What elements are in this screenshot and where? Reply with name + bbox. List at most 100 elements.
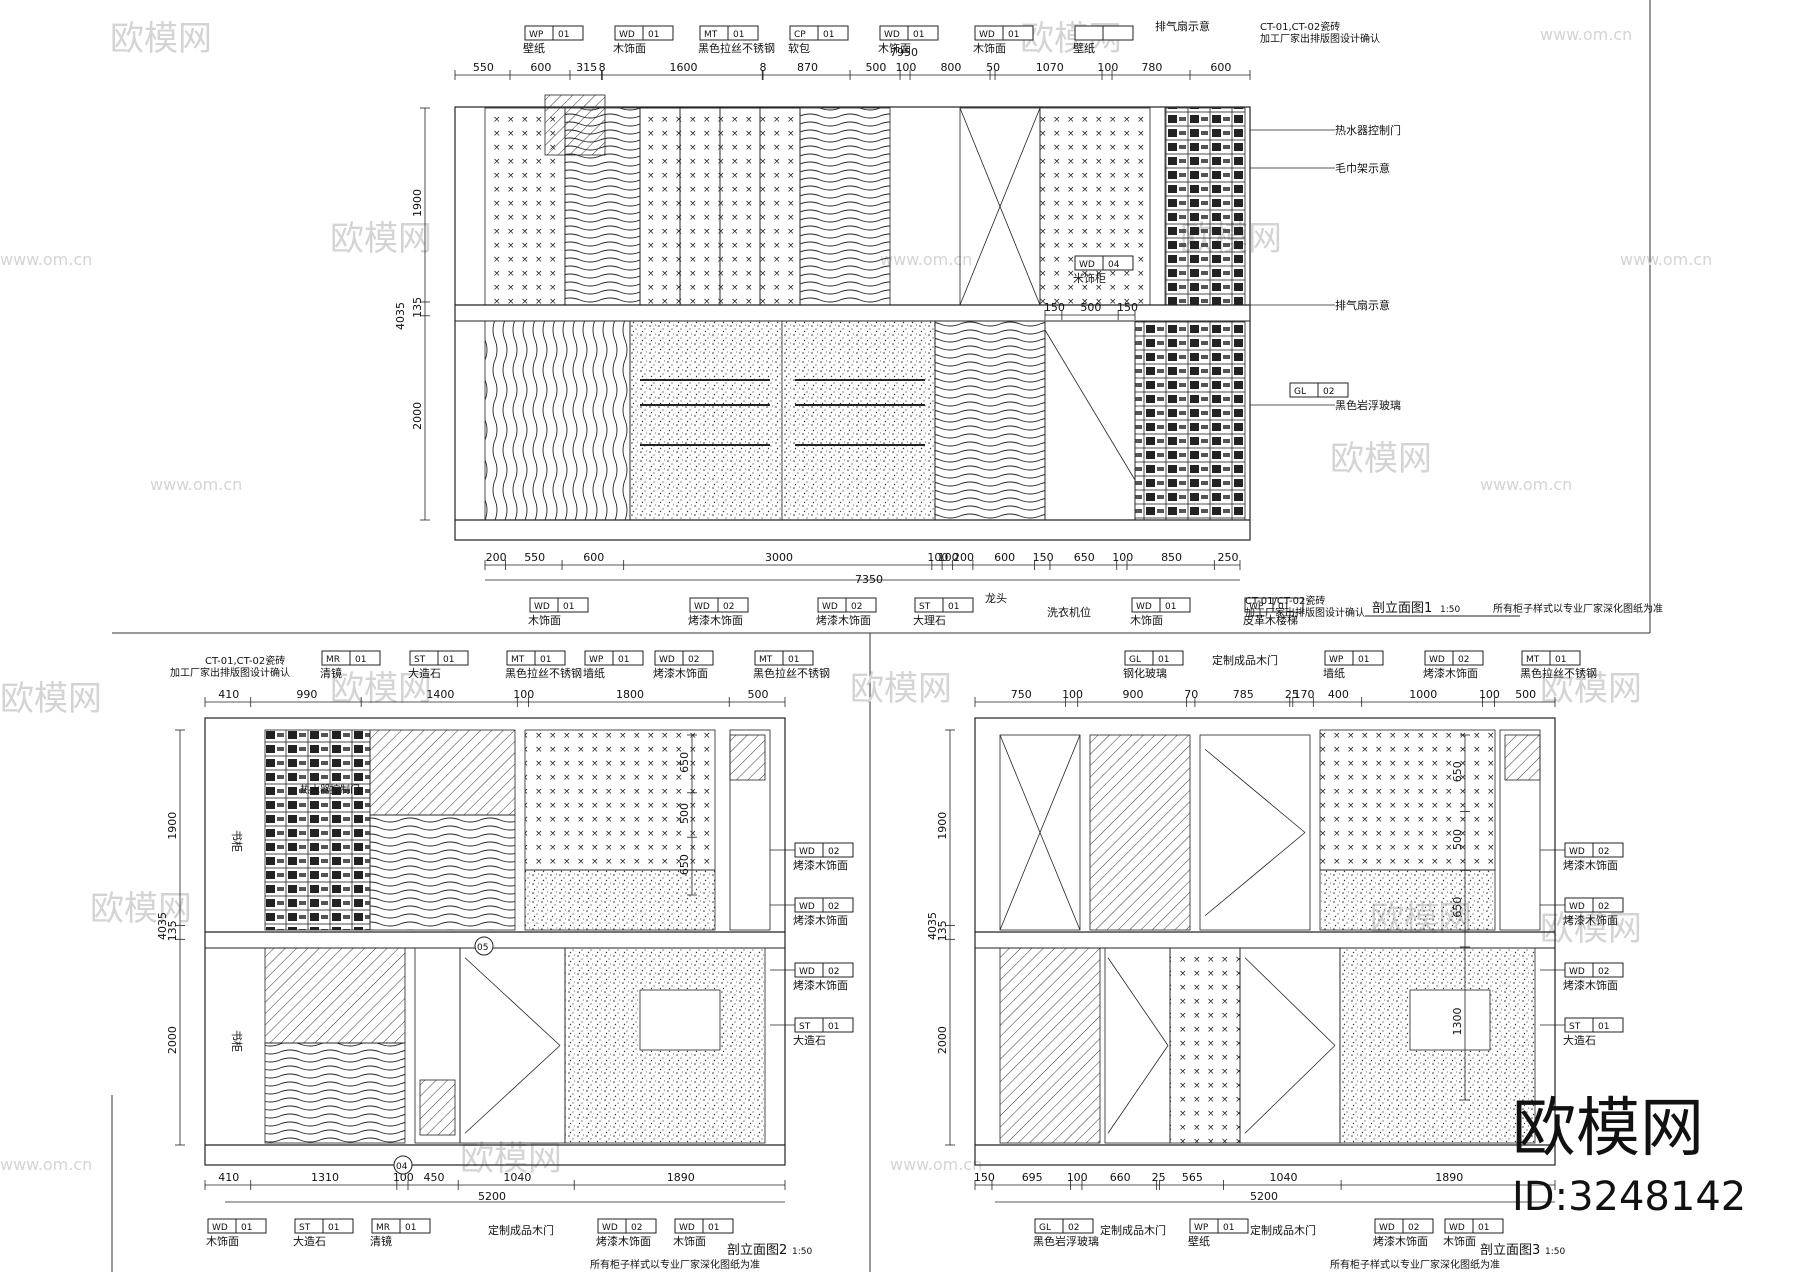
e2-door-swing xyxy=(464,1045,561,1134)
e2-top-tag-code: WP xyxy=(589,655,604,665)
e3-right-tag-code: WD xyxy=(1569,967,1585,977)
e3-top-dim-value: 170 xyxy=(1293,688,1314,701)
elevation1-outline xyxy=(454,106,1251,541)
e3-door-swing xyxy=(1204,748,1306,833)
e1-bottom-note: CT-01/CT-02瓷砖 xyxy=(1245,594,1325,607)
e3-right-tag-label: 烤漆木饰面 xyxy=(1563,913,1618,927)
e2-bottom-dim-value: 1310 xyxy=(311,1171,339,1184)
e1-left-dim-value: 2000 xyxy=(411,402,424,430)
e3-right-tag-code: ST xyxy=(1569,1022,1581,1032)
watermark-brand-faint: 欧模网 xyxy=(110,19,212,59)
e1-tile-area xyxy=(1134,320,1246,521)
e1-bottom-tag-code: WD xyxy=(534,602,550,612)
e1-left-dim-value: 1900 xyxy=(411,189,424,217)
e1-door-cross xyxy=(959,107,1041,306)
e2-total: 5200 xyxy=(478,1190,506,1203)
e1-right-note: 热水器控制门 xyxy=(1335,123,1401,137)
e3-door-lower xyxy=(1104,947,1171,1144)
e1-right-tag-box xyxy=(1289,382,1349,398)
e1-bottom-tag-code: WP xyxy=(1249,602,1264,612)
e2-top-dim-value: 100 xyxy=(513,688,534,701)
e3-top-tag-code: GL xyxy=(1129,655,1141,665)
e2-bottom-tag-num: 02 xyxy=(631,1223,642,1233)
e1-bottom-tag-label: 大理石 xyxy=(913,613,946,627)
e3-right-tag-box xyxy=(1564,897,1624,913)
e1-bottom-tag-box xyxy=(1244,597,1304,613)
e2-bottom-tag-num: 01 xyxy=(241,1223,252,1233)
e1-top-tag-label: 黑色拉丝不锈钢 xyxy=(698,41,775,55)
e3-top-tag-label: 钢化玻璃 xyxy=(1123,666,1167,680)
e3-right-tag-num: 01 xyxy=(1598,1022,1609,1032)
sheet-frame xyxy=(111,0,1651,1272)
e1-bottom-note: 加工厂家出排版图设计确认 xyxy=(1245,606,1365,619)
e3-right-tag-code: WD xyxy=(1569,902,1585,912)
e1-top-dim-value: 600 xyxy=(1210,61,1231,74)
e1-bottom-dim-value: 3000 xyxy=(765,551,793,564)
e3-right-tag-box xyxy=(1564,842,1624,858)
e1-top-tag-box xyxy=(879,25,939,41)
e2-wood-veneer xyxy=(369,814,516,931)
e3-bottom-tag-code: WD xyxy=(1449,1223,1465,1233)
watermark-brand-faint: 欧模网 xyxy=(1540,909,1642,949)
e3-right-tag-label: 大造石 xyxy=(1563,1033,1596,1047)
e2-bottom-dim-value: 1890 xyxy=(667,1171,695,1184)
e3-bottom-tag-code: GL xyxy=(1039,1223,1051,1233)
e1-bottom-dim-value: 100 xyxy=(938,551,959,564)
e1-top-tag-box xyxy=(1074,25,1134,41)
e2-right-tag-num: 02 xyxy=(828,902,839,912)
e3-bottom-tag-code: WP xyxy=(1194,1223,1209,1233)
e2-top-tag-label: 黑色拉丝不锈钢 xyxy=(505,666,582,680)
e2-right-tag-code: WD xyxy=(799,902,815,912)
e2-wood-lower xyxy=(264,1042,406,1144)
e1-bottom-tag-label: 烤漆木饰面 xyxy=(688,613,743,627)
e1-bottom-tag-label: 皮革木楼梯 xyxy=(1243,613,1298,627)
e1-top-tag-box xyxy=(699,25,759,41)
e2-top-tag-num: 01 xyxy=(443,655,454,665)
e1-top-tag-num: 01 xyxy=(1008,30,1019,40)
e1-bottom-tag-box xyxy=(529,597,589,613)
e3-bottom-dim-value: 1040 xyxy=(1269,1171,1297,1184)
e3-bottom-tag-code: WD xyxy=(1379,1223,1395,1233)
e3-title: 剖立面图3 xyxy=(1480,1243,1540,1258)
e3-note: 所有柜子样式以专业厂家深化图纸为准 xyxy=(1330,1258,1500,1271)
e3-top-dim-value: 70 xyxy=(1184,688,1198,701)
e2-top-tag-code: ST xyxy=(414,655,426,665)
e1-top-dim-value: 100 xyxy=(1097,61,1118,74)
e1-top-tag-num: 01 xyxy=(733,30,744,40)
e1-bottom-note: 龙头 xyxy=(985,592,1007,605)
e3-door-swing xyxy=(1204,832,1306,917)
watermark-brand-faint: 欧模网 xyxy=(0,679,102,719)
e1-bottom-tag-code: WD xyxy=(822,602,838,612)
e2-right-tag-box xyxy=(794,842,854,858)
e2-left-dim-value: 135 xyxy=(166,920,179,941)
e3-top-tag-box xyxy=(1124,650,1184,666)
e1-left-dim-value: 135 xyxy=(411,297,424,318)
e3-left-dim-value: 135 xyxy=(936,920,949,941)
e3-left-dim-value: 1900 xyxy=(936,812,949,840)
e1-scale: 1:50 xyxy=(1440,605,1460,615)
e2-total-height: 4035 xyxy=(156,912,169,940)
e2-top-note: 加工厂家出排版图设计确认 xyxy=(170,666,290,679)
e2-top-tag-label: 烤漆木饰面 xyxy=(653,666,708,680)
e3-wallpaper-lower xyxy=(1169,947,1241,1144)
e1-inner-tag-label: 米饰柜 xyxy=(1073,271,1106,285)
e2-mirror xyxy=(369,729,516,816)
e3-top-dim-value: 100 xyxy=(1479,688,1500,701)
e2-top-tag-code: MT xyxy=(759,655,773,665)
e2-basin-niche xyxy=(639,989,721,1051)
e2-side-label: 书柜 xyxy=(230,830,243,852)
e1-inner-tag-box xyxy=(1074,255,1134,271)
e3-bottom-tag-label: 烤漆木饰面 xyxy=(1373,1234,1428,1248)
e3-right-tag-num: 02 xyxy=(1598,847,1609,857)
e3-top-tag-box xyxy=(1424,650,1484,666)
e2-top-tag-box xyxy=(654,650,714,666)
e2-bottom-tag-code: WD xyxy=(212,1223,228,1233)
e3-top-tag-box xyxy=(1521,650,1581,666)
e1-top-tag-label: 木饰面 xyxy=(973,41,1006,55)
e1-top-tag-box xyxy=(974,25,1034,41)
e2-top-dim-value: 1400 xyxy=(426,688,454,701)
e1-right-note: 排气扇示意 xyxy=(1335,298,1390,312)
e1-top-tag-box xyxy=(614,25,674,41)
e2-bottom-dim-value: 450 xyxy=(423,1171,444,1184)
e2-right-tag-box xyxy=(794,897,854,913)
